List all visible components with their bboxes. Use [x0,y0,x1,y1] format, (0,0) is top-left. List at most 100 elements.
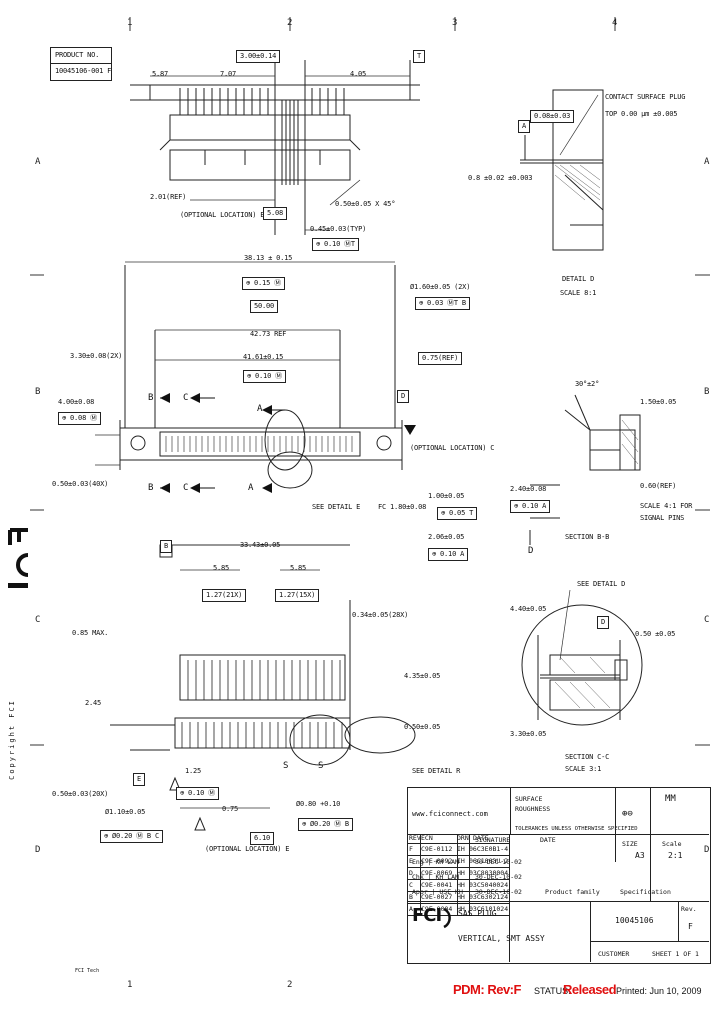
front-letter-s2: S [318,761,324,771]
zone-col-3: 3 [452,18,458,28]
plan-view-contacts [165,436,353,452]
fci-logo-text: FCI [412,905,442,926]
bb-note-1: SCALE 4:1 FOR [640,502,693,510]
rev-cell: 03C6302124 [469,893,509,901]
zone-col-2-bottom: 2 [287,980,293,990]
plan-letter-a-top: A [257,404,263,414]
plan-dim-hole: Ø1.60±0.05 (2X) [410,283,471,291]
zone-row-c-right: C [704,615,710,625]
bb-note-2: SIGNAL PINS [640,514,685,522]
plan-dim-overall: 38.13 ± 0.15 [244,254,293,262]
rev-cell: IH [457,845,465,853]
front-letter-e: E [133,773,146,786]
status-label: STATUS: [534,986,571,996]
rev-cell: C9E-0004 [421,905,453,913]
rev-cell: HH [457,881,465,889]
detail-callout: 0.8 ±0.02 ±0.003 [468,174,533,182]
sig-chk: Chk | KH LAM [412,873,459,881]
rev-cell: E [409,857,413,865]
rev-cell: C [409,881,413,889]
sig-eng: Eng | KH LAM [412,858,459,866]
bb-letter-d: D [528,546,534,556]
plan-dim-0502: 0.50±0.03(40X) [52,480,109,488]
zone-row-d-right: D [704,845,710,855]
top-dim-mid: 7.07 [220,70,237,78]
detail-flat-letter: A [518,120,531,133]
front-dim-050-2: 0.50±0.03(20X) [52,790,109,798]
cc-dim-right: 0.50 ±0.05 [635,630,676,638]
front-dim-435: 4.35±0.05 [404,672,441,680]
zone-col-2: 2 [287,18,293,28]
front-dim-left: 5.85 [213,564,230,572]
bb-pos-left: ⊕ 0.10 A [510,500,551,513]
rev-cell: 03C5040024 [469,881,509,889]
plan-letter-c-top: C [183,393,189,403]
zone-col-1-bottom: 1 [127,980,133,990]
plan-see-detail: SEE DETAIL E [312,503,361,511]
bb-dim-pos: 1.00±0.05 [428,492,465,500]
bb-dim-left-2: 2.06±0.05 [428,533,465,541]
front-dim-phi: Ø1.10±0.05 [105,808,146,816]
tol-company: www.fciconnect.com [412,810,488,818]
table-row: E C9E-0092 IH 06C1003U-2 [407,856,509,868]
footer-left: FCI Tech [75,968,100,974]
front-box-left: 1.27(21X) [202,589,247,602]
bb-dim-top: 1.50±0.05 [640,398,677,406]
top-dim-left: 5.87 [152,70,169,78]
tol-roughness: ROUGHNESS [515,805,551,813]
rev-cell: A [409,905,413,913]
plan-dim-075: 0.75(REF) [418,352,463,365]
detail-flat-box: 0.08±0.03 [530,110,575,123]
sig-header-date: DATE [540,836,556,844]
plan-dim-330: 3.30±0.08(2X) [70,352,123,360]
rev-cell: HH [457,905,465,913]
top-dim-right: 4.05 [350,70,367,78]
plan-fc-dim: FC 1.80±0.08 [378,503,427,511]
top-dim-508: 5.08 [263,207,288,220]
bb-dim-015: 0.60(REF) [640,482,677,490]
sig-appr: Appr | USE KH [412,888,463,896]
zone-col-1: 1 [127,18,133,28]
table-row: C C9E-0041 HH 03C5040024 [407,880,509,892]
plan-letter-c-bottom: C [183,483,189,493]
sig-chk-date: 30-DEC-10-02 [475,873,522,881]
status-value: Released [563,982,617,997]
rev-cell: C9E-0112 [421,845,453,853]
table-row: A C9E-0004 HH 03C6101024 [407,904,509,916]
tol-surface: SURFACE [515,795,543,803]
cc-dim-440: 4.40±0.05 [510,605,547,613]
front-view-pins [181,660,343,748]
table-row: F C9E-0112 IH 06C3E0B1-4 [407,844,509,856]
plan-pos-010: ⊕ 0.10 Ⓜ [243,370,286,383]
zone-row-d: D [35,845,41,855]
rev-header-rev: REV [409,834,421,842]
plan-letter-a-bottom: A [248,483,254,493]
front-datum-b: B [160,540,173,553]
front-pos-phi-2: ⊕ Ø0.20 Ⓜ B [298,818,353,831]
plan-pos-hole: ⊕ 0.03 ⓂT B [415,297,470,310]
front-dim-050: 0.50±0.05 [404,723,441,731]
front-box-right: 1.27(15X) [275,589,320,602]
tol-units: MM [665,794,676,804]
plan-letter-b-top: B [148,393,154,403]
plan-dim-400: 4.00±0.08 [58,398,95,406]
bb-angle: 30°±2° [575,380,600,388]
rev-cell: 06C1003U-2 [469,857,509,865]
detail-leader: CONTACT SURFACE PLUG [605,93,686,101]
sig-product-family: Product family [545,888,600,896]
rev-header-date: DATE [473,834,489,842]
cc-label: SECTION C-C [565,753,610,761]
product-no-box: PRODUCT NO. 10045106-001 F [50,47,112,81]
front-dim-phi-2: Ø0.80 +0.10 [296,800,341,808]
title-part-no: 10045106 [615,916,654,925]
plan-pos-overall: ⊕ 0.15 Ⓜ [242,277,285,290]
rev-cell: HH [457,869,465,877]
zone-row-a: A [35,157,41,167]
title-sheet: SHEET 1 OF 1 [652,950,699,958]
table-row: B C9E-0027 HH 03C6302124 [407,892,509,904]
detail-leader-2: TOP 0.00 μm ±0.005 [605,110,678,118]
front-see-detail-r: SEE DETAIL R [412,767,461,775]
printed-date: Printed: Jun 10, 2009 [616,986,702,996]
rev-cell: 06C3E0B1-4 [469,845,509,853]
fci-logo: FCI [412,905,452,933]
